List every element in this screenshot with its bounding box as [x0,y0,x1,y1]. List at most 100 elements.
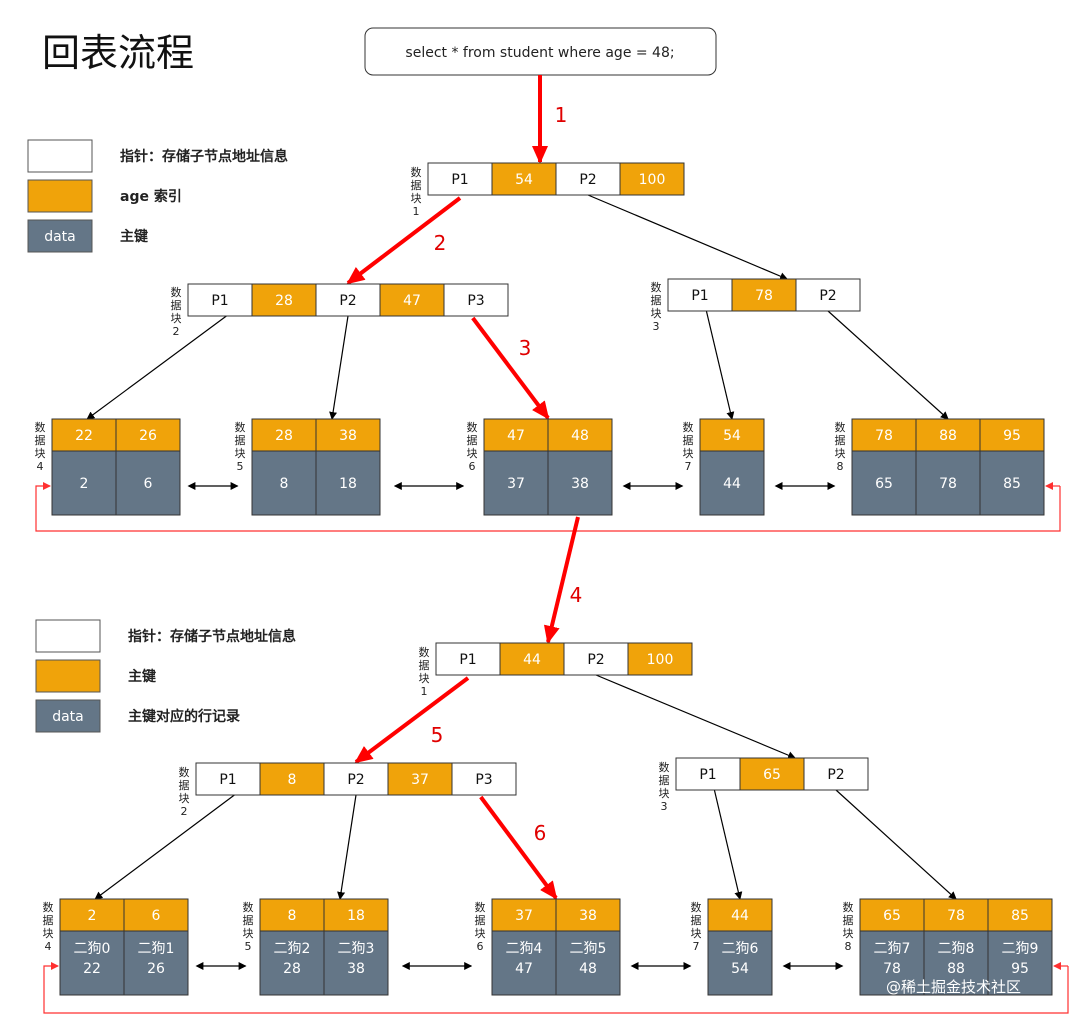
leaf-key-cell [59,898,125,932]
pointer-cell-label: P1 [699,767,716,783]
block-label-char: 数 [475,901,486,914]
block-label-char: 数 [683,421,694,434]
leaf-key-cell [699,418,765,452]
leaf-key-label: 65 [883,908,901,924]
leaf-data-label: 38 [347,961,365,977]
leaf-key-label: 95 [1003,428,1021,444]
node-cell [451,762,517,796]
pointer-cell-label: P2 [819,288,836,304]
step-label: 2 [434,231,447,255]
leaf-key-cell [483,418,549,452]
leaf-ring-link [35,482,1061,532]
leaf-data-label: 26 [147,961,165,977]
block-label-number: 7 [693,940,700,953]
legend-swatch-data [27,219,93,253]
block-label-number: 6 [477,940,484,953]
block-label-char: 据 [683,433,694,447]
pointer-cell-label: P2 [339,293,356,309]
leaf-key-label: 37 [515,908,533,924]
leaf-data-label: 47 [515,961,533,977]
leaf-data-cell [115,450,181,516]
leaf-data-cell [251,450,317,516]
leaf-data-label: 44 [723,476,741,492]
leaf-data-cell [851,450,917,516]
key-cell-label: 100 [647,652,674,668]
block-label-char: 块 [35,447,46,460]
child-link [713,789,743,900]
key-cell-label: 8 [288,772,297,788]
leaf-data-label: 二狗0 [74,941,111,957]
block-label-char: 块 [43,927,54,940]
leaf-key-cell [251,418,317,452]
block-label-char: 数 [659,761,670,774]
block-label-char: 块 [171,312,182,325]
key-cell-label: 65 [763,767,781,783]
block-label-char: 块 [691,927,702,940]
leaf-data-label: 37 [507,476,525,492]
connector-lines [35,75,1069,1014]
leaf-key-label: 22 [75,428,93,444]
node-cell [619,162,685,196]
step-label: 5 [431,723,444,747]
block-label-char: 据 [35,433,46,447]
block-label-char: 据 [179,778,190,792]
node-cell [555,162,621,196]
leaf-data-cell [123,930,189,996]
leaf-key-label: 8 [288,908,297,924]
node-cell [731,278,797,312]
legend-swatch-label: data [44,229,76,245]
pointer-cell-label: P2 [827,767,844,783]
sql-query-text: select * from student where age = 48; [405,45,674,61]
leaf-key-label: 18 [347,908,365,924]
node-cell [195,762,261,796]
leaf-data-label: 二狗5 [570,941,607,957]
legend-label: 主键 [128,668,157,685]
step-label: 6 [534,821,547,845]
legend-label: 主键对应的行记录 [128,708,240,725]
pointer-cell-label: P2 [587,652,604,668]
block-label-number: 1 [421,685,428,698]
leaf-key-label: 2 [88,908,97,924]
leaf-data-cell [979,450,1045,516]
child-link [587,194,788,280]
block-label-char: 块 [243,927,254,940]
node-cell [803,757,869,791]
pointer-cell-label: P1 [211,293,228,309]
block-label-char: 据 [419,658,430,672]
leaf-data-cell [555,930,621,996]
block-label-char: 块 [835,447,846,460]
block-label-char: 块 [475,927,486,940]
leaf-data-cell [859,930,925,996]
leaf-key-cell [547,418,613,452]
block-label-char: 块 [651,307,662,320]
leaf-key-label: 38 [579,908,597,924]
legend-label: 指针：存储子节点地址信息 [120,148,288,165]
leaf-data-label: 65 [875,476,893,492]
leaf-key-cell [115,418,181,452]
leaf-data-label: 38 [571,476,589,492]
key-cell-label: 100 [639,172,666,188]
block-label-char: 数 [171,286,182,299]
block-label-char: 数 [835,421,846,434]
child-link [86,315,227,420]
block-label-char: 数 [419,646,430,659]
leaf-key-label: 26 [139,428,157,444]
page-title: 回表流程 [42,31,194,75]
leaf-key-label: 78 [947,908,965,924]
node-cell [387,762,453,796]
child-link [827,310,949,420]
